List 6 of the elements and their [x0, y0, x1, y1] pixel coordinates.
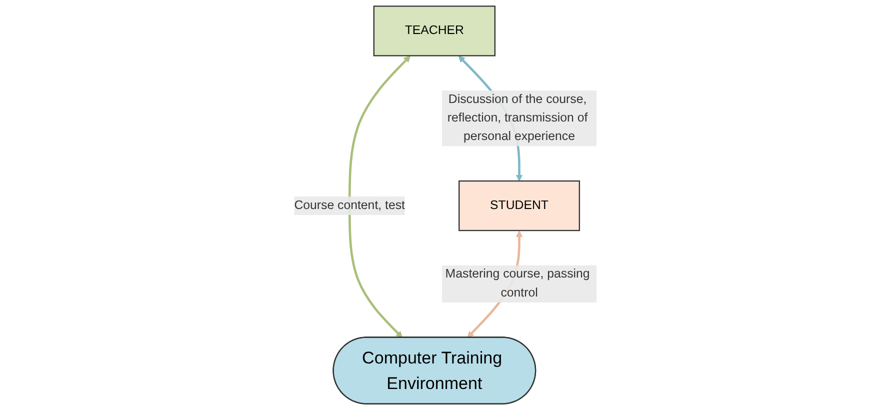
node-box: TEACHER	[373, 6, 496, 56]
edge-label: Mastering course, passing control	[445, 268, 590, 300]
arrow	[348, 56, 411, 338]
edge-label: Discussion of the course, reflection, transmission of personal experience	[447, 92, 588, 144]
node-box: STUDENT	[458, 180, 580, 232]
edge-label: Course content, test	[294, 198, 406, 212]
